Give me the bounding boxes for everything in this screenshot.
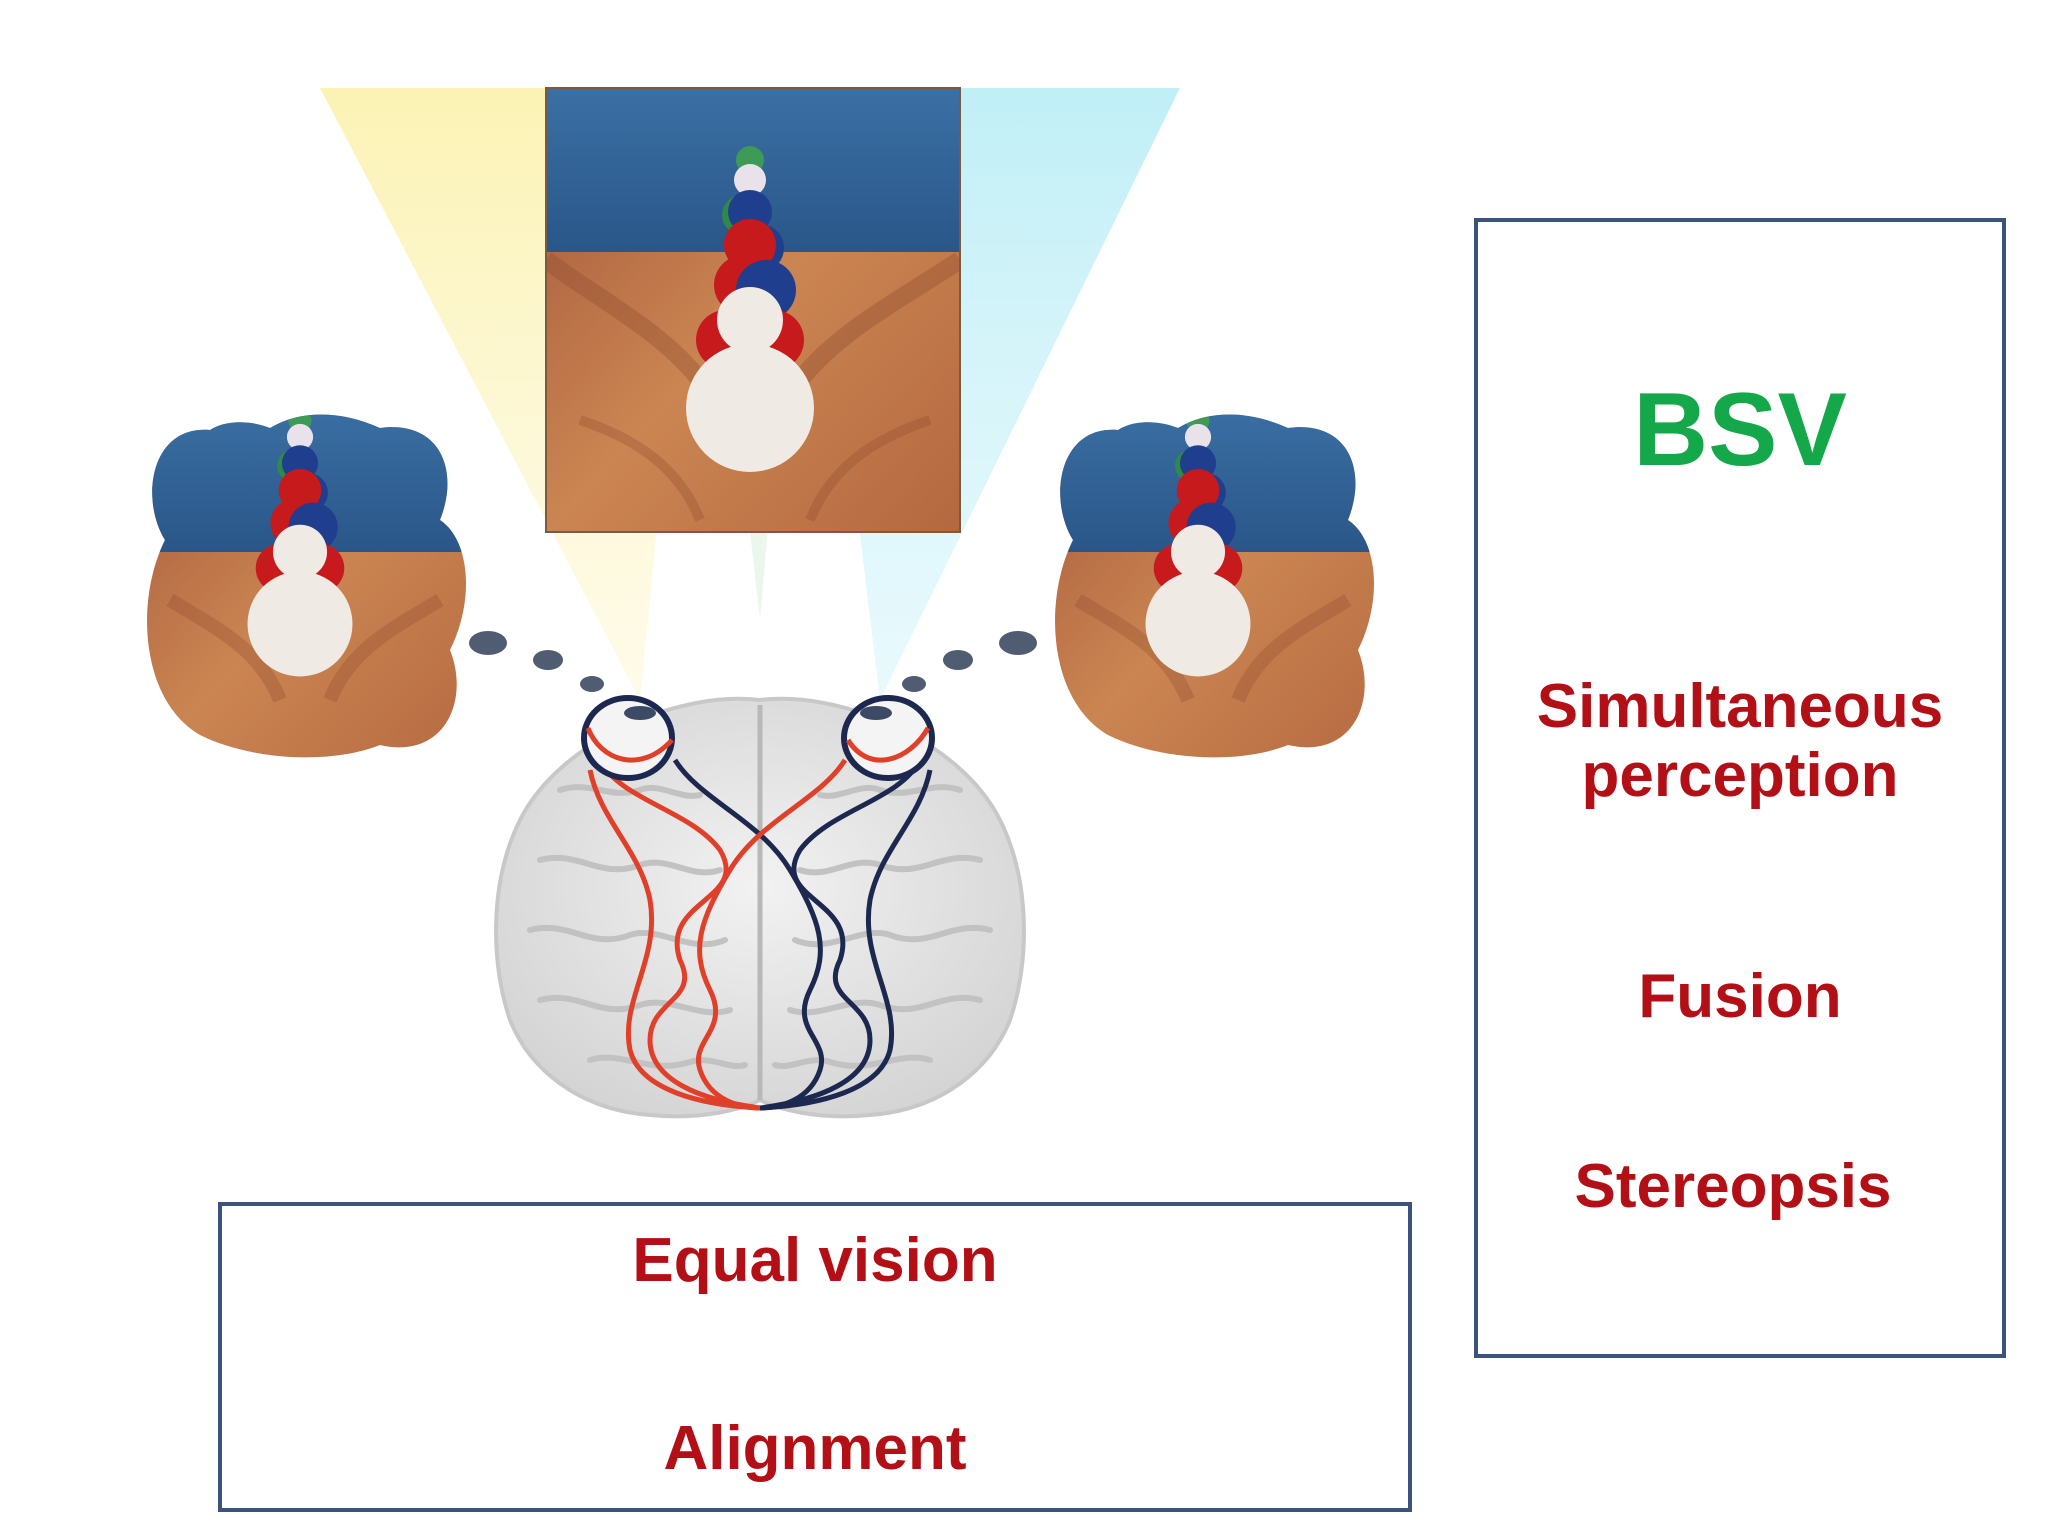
fusion-label: Fusion — [1638, 962, 1842, 1031]
brain-icon — [494, 696, 1026, 1119]
eye-icon — [841, 695, 935, 781]
requirements-box: Equal vision Alignment — [218, 1202, 1412, 1512]
equal-vision-label: Equal vision — [632, 1226, 998, 1295]
left-eye-view-icon — [147, 414, 467, 758]
right-eye-view-icon — [1055, 414, 1375, 758]
visual-pathway-icon — [587, 758, 933, 1111]
simultaneous-perception-label: Simultaneous perception — [1536, 672, 1944, 811]
bsv-title: BSV — [1633, 372, 1847, 488]
stereopsis-label: Stereopsis — [1574, 1152, 1892, 1221]
eye-icon — [581, 695, 675, 781]
fused-image-icon — [546, 88, 960, 532]
alignment-label: Alignment — [663, 1414, 967, 1483]
bsv-components-box: BSV Simultaneous perception Fusion Stere… — [1474, 218, 2006, 1358]
thought-dots — [469, 631, 1037, 692]
